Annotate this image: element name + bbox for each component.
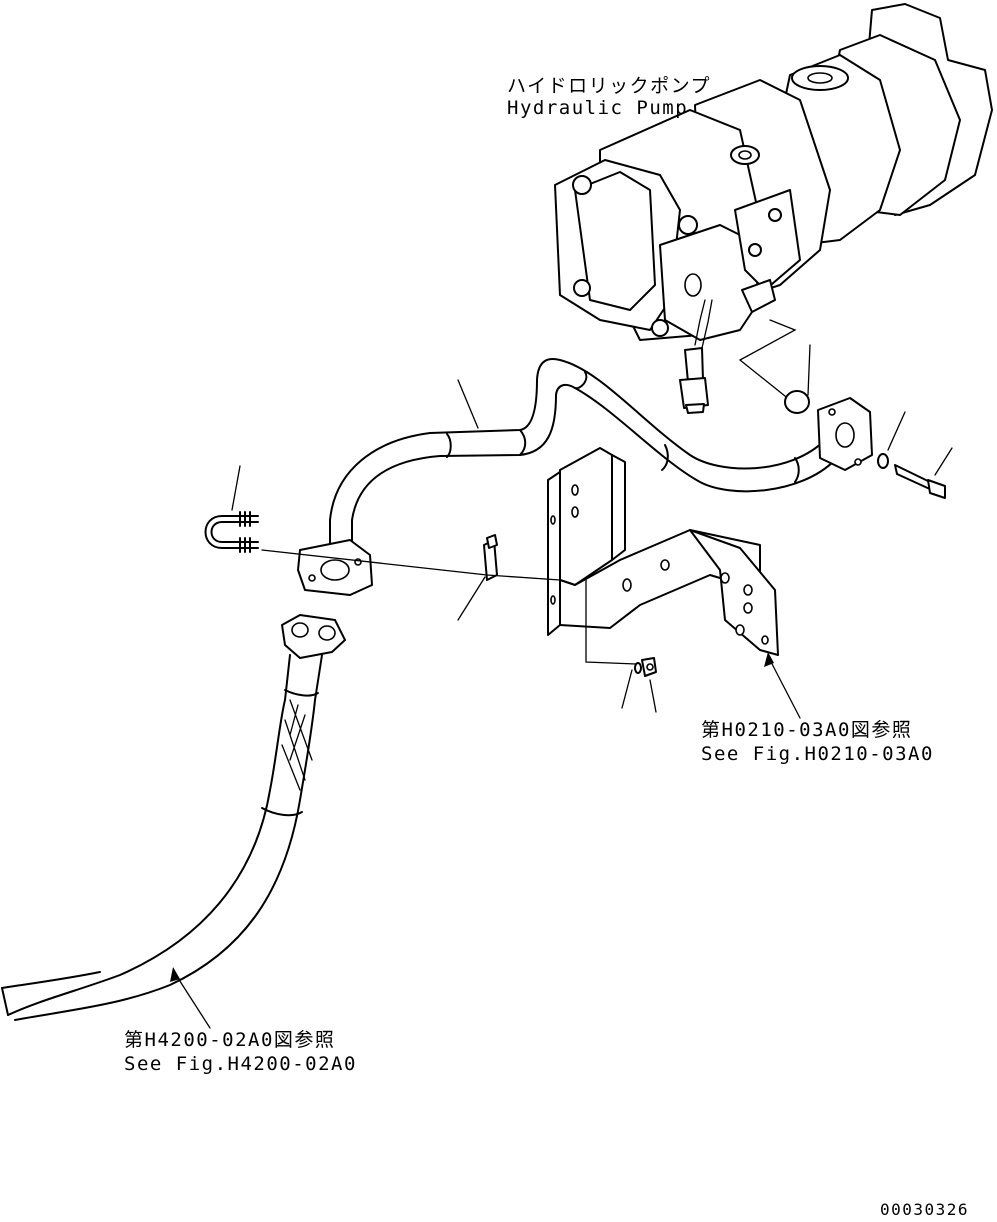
pump-label-jp: ハイドロリックポンプ [507,75,711,97]
u-bolt [204,511,259,553]
bolt [634,453,946,677]
hose-reference-jp: 第H4200-02A0図参照 [124,1029,335,1051]
drawing-number: 00030326 [880,1200,969,1219]
bracket-reference-en: See Fig.H0210-03A0 [701,743,934,765]
steel-pipe [329,358,873,546]
bracket-reference-jp: 第H0210-03A0図参照 [701,719,912,741]
leader-lines [170,319,953,1029]
hydraulic-pump [554,3,993,414]
bracket [547,447,779,656]
hose [1,614,346,1021]
hose-reference-en: See Fig.H4200-02A0 [124,1053,357,1075]
split-flange [297,539,373,596]
pump-label-en: Hydraulic Pump [507,97,688,119]
clip [483,534,498,581]
